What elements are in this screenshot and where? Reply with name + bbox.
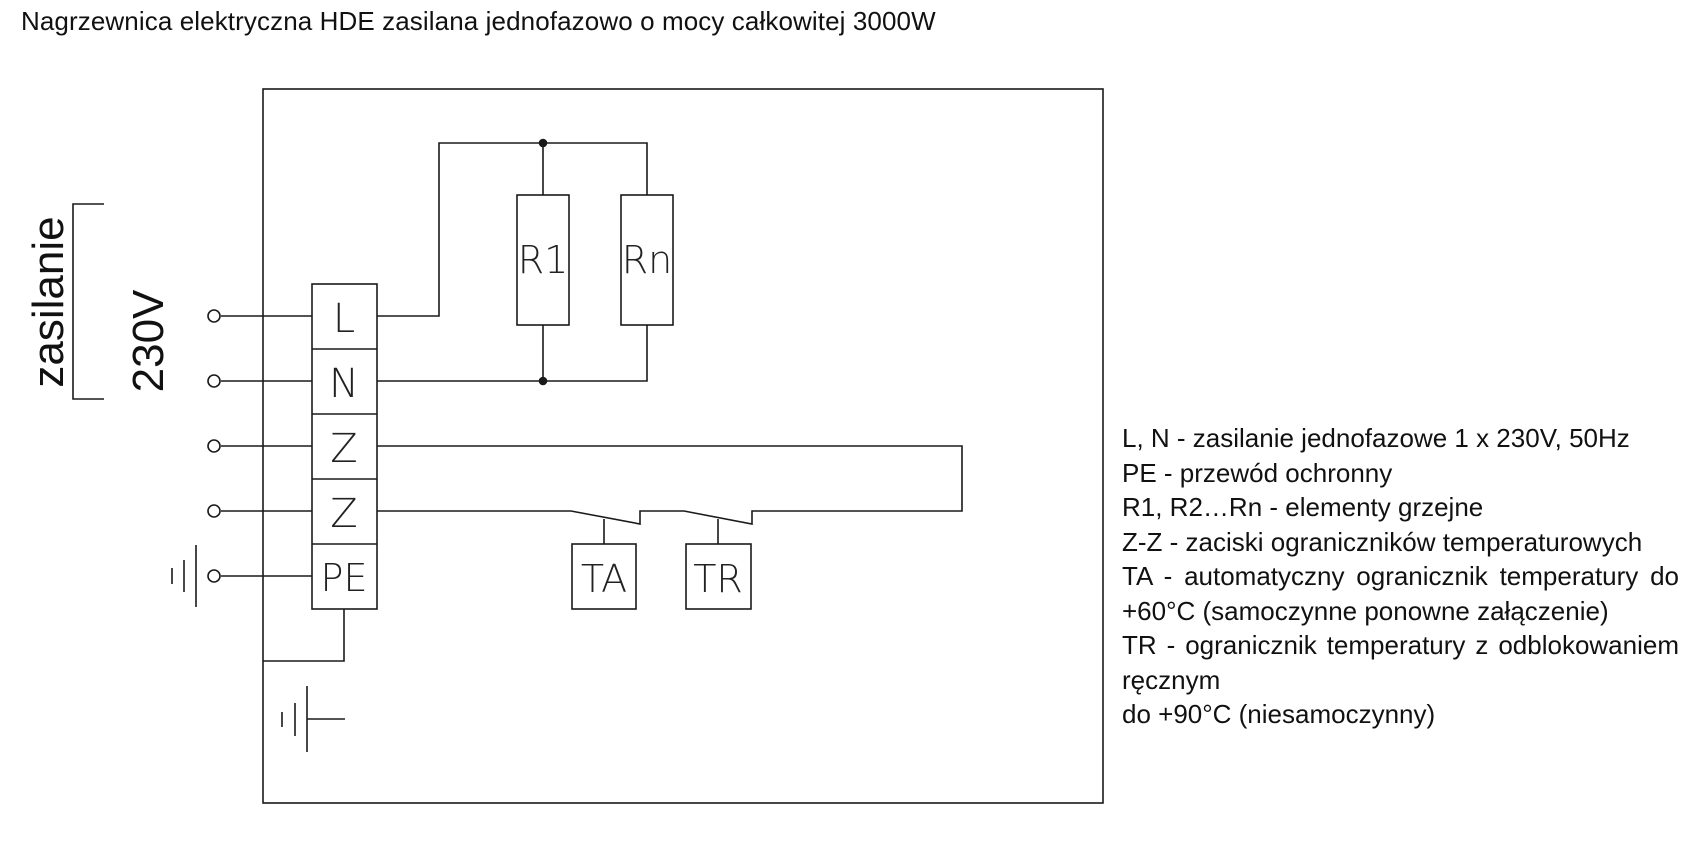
legend-item: R1, R2…Rn - elementy grzejne	[1122, 492, 1484, 522]
supply-label: zasilanie	[24, 216, 73, 387]
terminal-label-PE: PE	[321, 556, 368, 600]
legend-item: L, N - zasilanie jednofazowe 1 x 230V, 5…	[1122, 423, 1630, 453]
external-earth-symbol	[171, 545, 197, 607]
legend-item: PE - przewód ochronny	[1122, 457, 1393, 488]
legend-item: do +90°C (niesamoczynny)	[1122, 699, 1436, 729]
terminal-circle-L	[207, 309, 221, 323]
limiter-label-TA: TA	[581, 557, 627, 601]
junction-top	[538, 138, 548, 148]
heater-Rn	[620, 194, 674, 326]
supply-bracket	[72, 203, 104, 400]
terminal-circle-Z2	[207, 504, 221, 518]
junction-bottom	[538, 376, 548, 386]
terminal-label-Z1: Z	[330, 426, 357, 472]
legend-item: TA - automatyczny ogranicznik temperatur…	[1122, 561, 1679, 626]
terminal-circle-PE	[207, 569, 221, 583]
terminal-circle-Z1	[207, 439, 221, 453]
legend-item: TR - ogranicznik temperatury z odblokowa…	[1122, 630, 1679, 695]
legend-item: Z-Z - zaciski ograniczników temperaturow…	[1122, 526, 1643, 557]
wire-Z-loop	[377, 445, 963, 525]
heater-R1	[516, 194, 570, 326]
housing-earth-symbol	[281, 686, 345, 752]
limiter-TR	[685, 543, 752, 610]
wire-L-internal	[377, 142, 648, 317]
limiter-label-TR: TR	[693, 557, 743, 601]
terminal-label-Z2: Z	[330, 491, 357, 537]
supply-voltage: 230V	[124, 289, 173, 392]
wire-N-internal	[377, 325, 648, 382]
terminal-label-L: L	[333, 296, 355, 342]
limiter-TA	[571, 543, 637, 610]
terminal-label-N: N	[329, 361, 359, 407]
terminal-circle-N	[207, 374, 221, 388]
diagram-title: Nagrzewnica elektryczna HDE zasilana jed…	[21, 6, 936, 36]
legend: L, N - zasilanie jednofazowe 1 x 230V, 5…	[1122, 421, 1679, 732]
heater-label-R1: R1	[518, 238, 569, 282]
wire-PE-housing	[263, 609, 345, 662]
heater-label-Rn: Rn	[622, 238, 673, 282]
